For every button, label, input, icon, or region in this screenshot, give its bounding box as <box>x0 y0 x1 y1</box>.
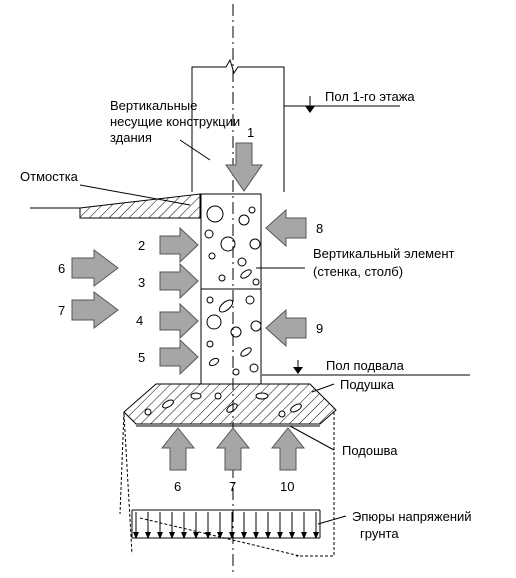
vertical-structures-label-3: здания <box>110 130 152 145</box>
blind-area-wedge <box>79 193 201 219</box>
stress-arrow-head <box>277 532 283 539</box>
blind-area-label: Отмостка <box>20 169 79 184</box>
vertical-structures-label-2: несущие конструкции <box>110 114 240 129</box>
stress-arrow-head <box>241 532 247 539</box>
stress-arrow-head <box>301 532 307 539</box>
sole-leader <box>289 425 335 451</box>
load-arrow-4 <box>159 302 199 340</box>
load-arrow-3 <box>159 262 199 300</box>
stress-diagram-label-2: грунта <box>360 526 399 541</box>
cushion-aggregate <box>144 392 302 418</box>
vertical-structures-leader <box>179 139 211 161</box>
arrow-number-4: 4 <box>136 313 143 328</box>
arrow-number-8: 8 <box>316 221 323 236</box>
stress-arrow-head <box>217 532 223 539</box>
reaction-arrow-10 <box>270 427 306 471</box>
stress-arrow-head <box>133 532 139 539</box>
stress-arrow-head <box>313 532 319 539</box>
reaction-arrow-6 <box>160 427 196 471</box>
basement-floor-mark <box>262 360 470 376</box>
upper-wall <box>191 58 285 192</box>
load-arrow-9 <box>265 308 307 348</box>
cushion <box>123 383 337 425</box>
stress-arrow-head <box>157 532 163 539</box>
stress-epure-leader <box>317 515 347 525</box>
stress-arrow-head <box>193 532 199 539</box>
stress-arrow-head <box>265 532 271 539</box>
vertical-element-label-2: (стенка, столб) <box>313 264 403 279</box>
pressure-zone-outline <box>119 411 335 557</box>
arrow-number-7: 7 <box>58 303 65 318</box>
stress-arrow-head <box>145 532 151 539</box>
stress-arrow-head <box>253 532 259 539</box>
stress-diagram-label-1: Эпюры напряжений <box>352 509 472 524</box>
load-arrow-5 <box>159 338 199 376</box>
arrow-number-2: 2 <box>138 238 145 253</box>
stress-arrow-head <box>289 532 295 539</box>
load-arrow-1 <box>225 142 263 192</box>
vertical-structures-label-1: Вертикальные <box>110 98 197 113</box>
load-arrow-6 <box>71 249 119 287</box>
reaction-number-10: 10 <box>280 479 294 494</box>
vertical-element-label-1: Вертикальный элемент <box>313 246 455 261</box>
stress-arrow-head <box>181 532 187 539</box>
arrow-number-5: 5 <box>138 350 145 365</box>
reaction-arrow-7 <box>215 427 251 471</box>
sole-label: Подошва <box>342 443 398 458</box>
load-arrow-8 <box>265 208 307 248</box>
load-arrow-7 <box>71 291 119 329</box>
reaction-number-6: 6 <box>174 479 181 494</box>
load-arrow-2 <box>159 226 199 264</box>
arrow-number-3: 3 <box>138 275 145 290</box>
reaction-number-7: 7 <box>229 479 236 494</box>
stress-arrow-head <box>169 532 175 539</box>
cushion-label: Подушка <box>340 377 395 392</box>
basement-floor-label: Пол подвала <box>326 358 405 373</box>
floor1-level-mark <box>284 96 400 113</box>
concrete-aggregate <box>204 205 262 376</box>
cushion-leader <box>311 383 335 393</box>
stress-arrow-head <box>205 532 211 539</box>
stress-epure-arrows <box>133 512 319 539</box>
floor1-label: Пол 1-го этажа <box>325 89 415 104</box>
arrow-number-9: 9 <box>316 321 323 336</box>
arrow-number-6: 6 <box>58 261 65 276</box>
arrow-number-1: 1 <box>247 125 254 140</box>
